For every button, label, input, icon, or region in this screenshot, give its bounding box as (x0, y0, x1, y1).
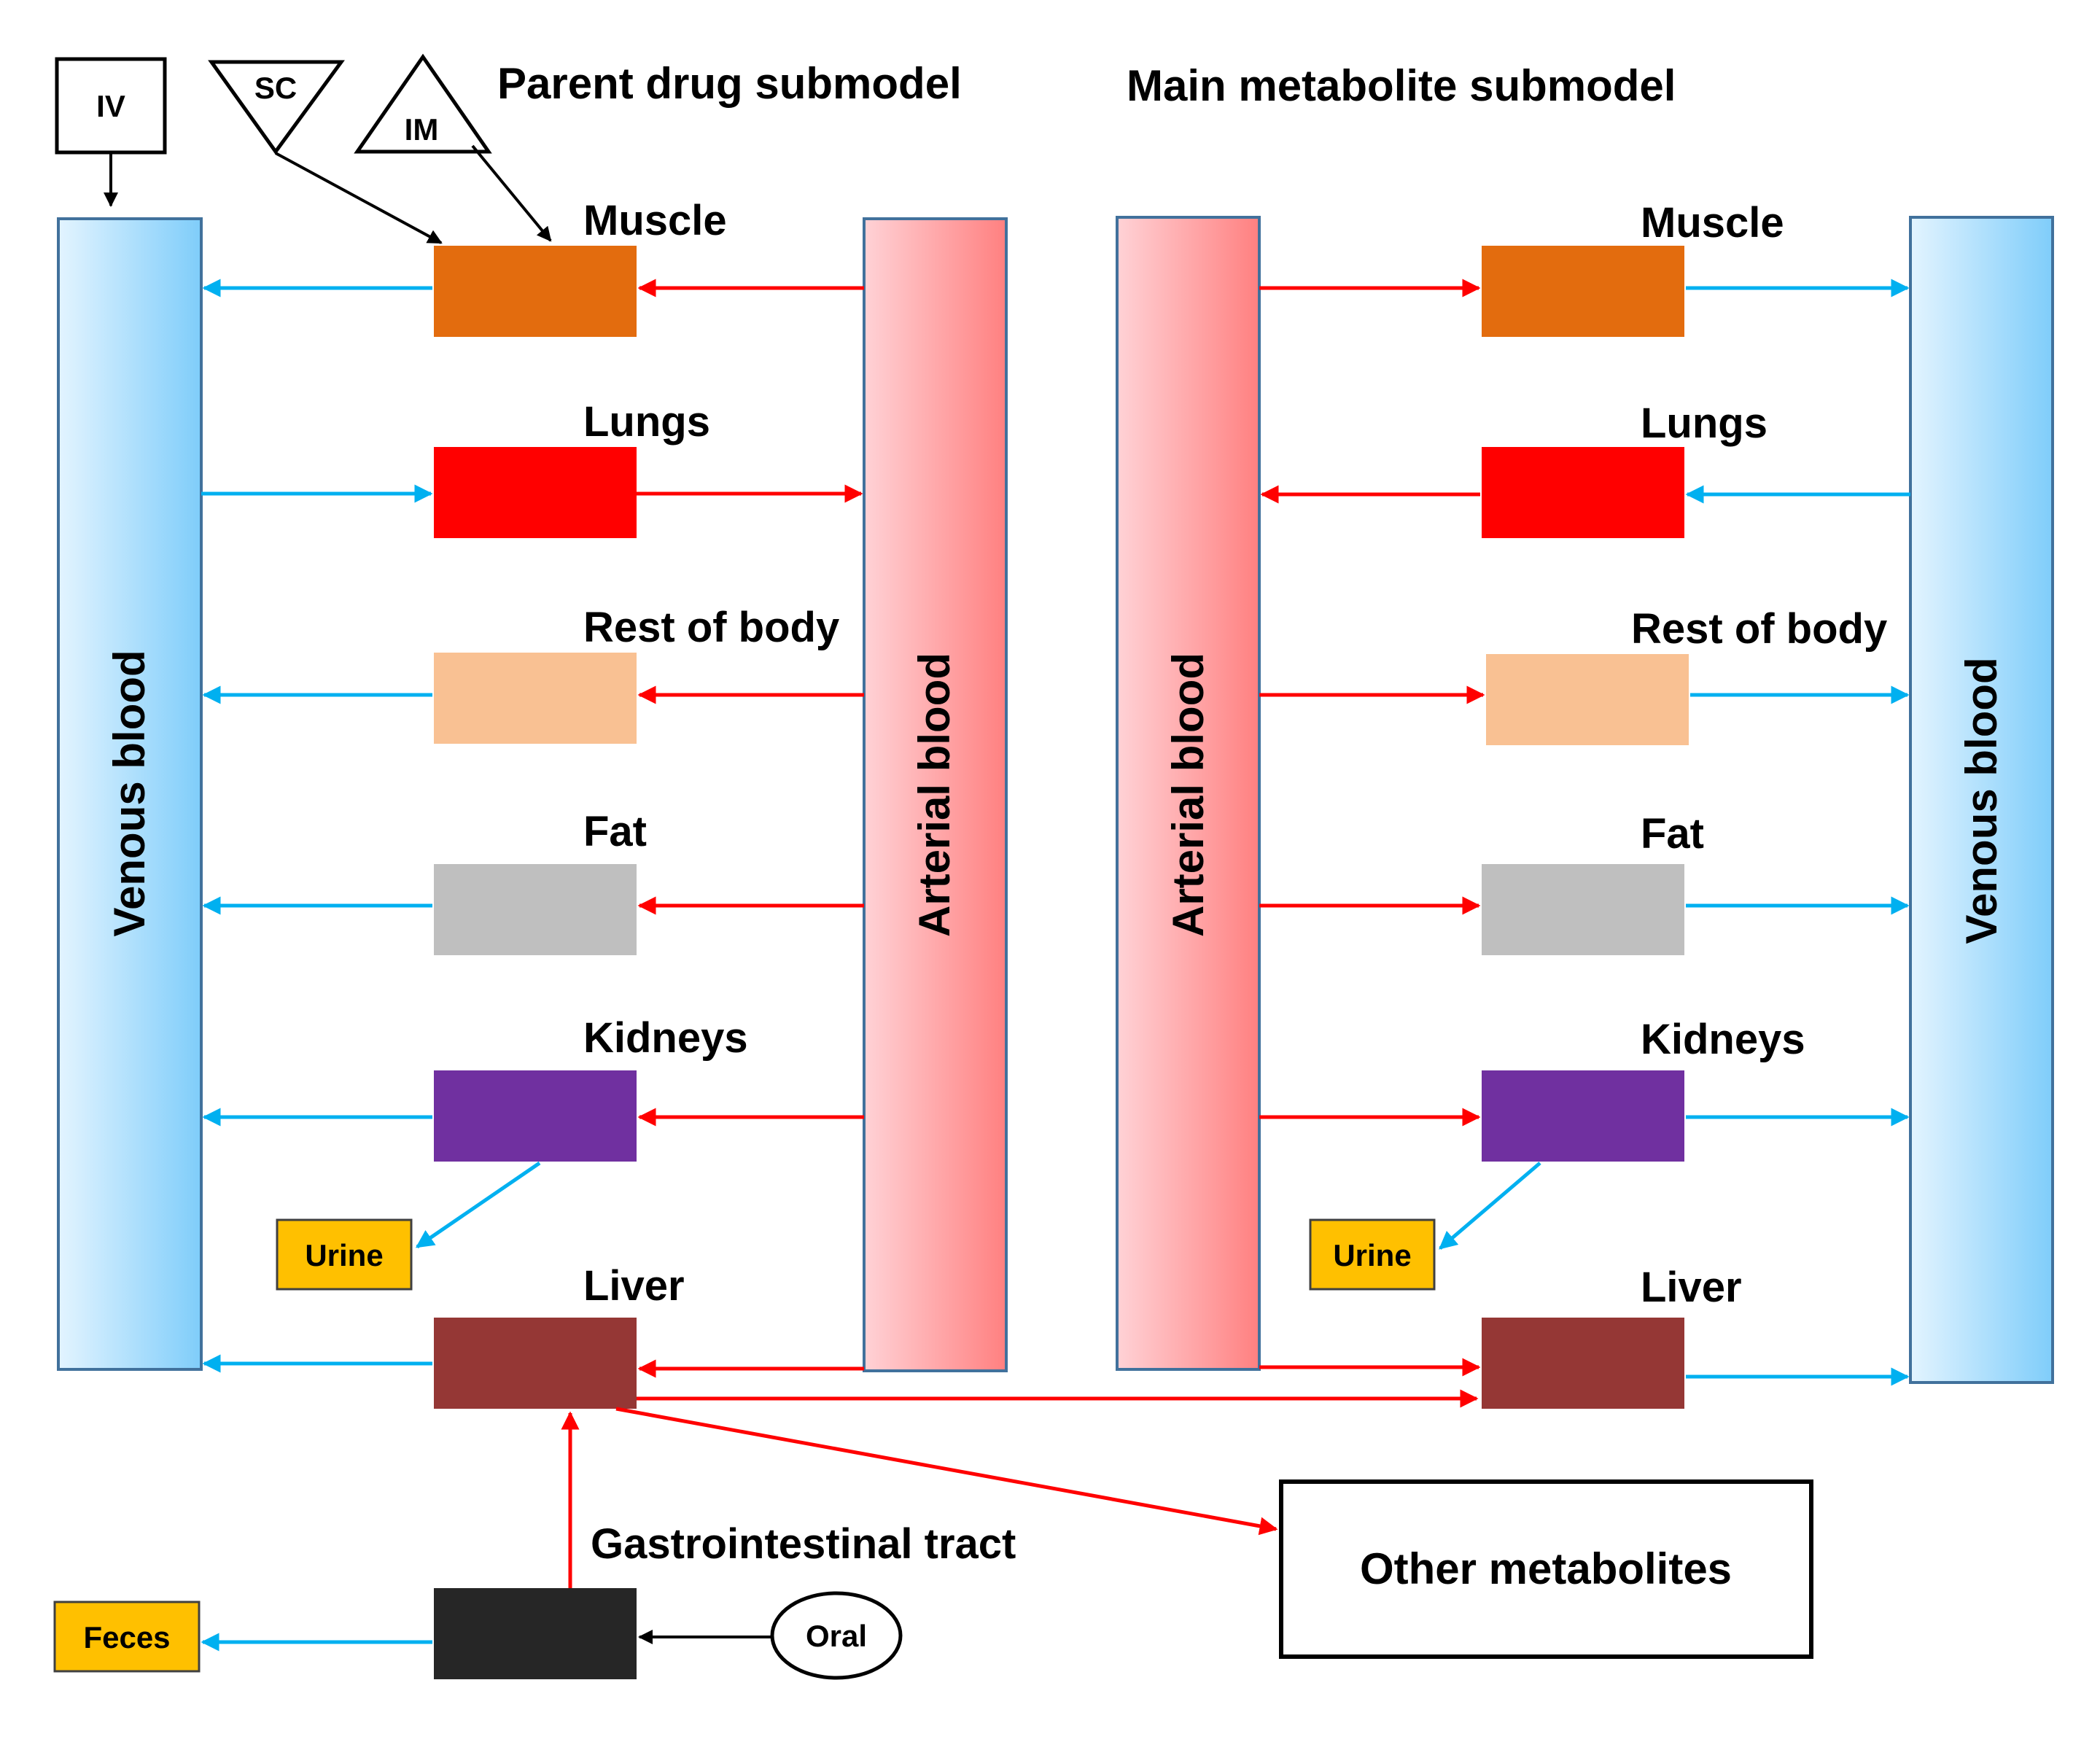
gi-label: Gastrointestinal tract (591, 1520, 1016, 1568)
metabolite-arterial-blood: Arterial blood (1116, 216, 1261, 1371)
parent-organ-kidneys: Kidneys (202, 1014, 864, 1249)
parent-submodel-title: Parent drug submodel (497, 59, 962, 108)
metabolite-organ-lungs: Lungs (1260, 400, 1910, 538)
other-metabolites-box (1279, 1479, 1813, 1659)
venous-blood-label: Venous blood (105, 650, 154, 936)
organ-box-rest (434, 653, 637, 744)
metabolite-venous-blood: Venous blood (1909, 216, 2054, 1384)
sc-triangle (208, 60, 345, 155)
venous-blood-label: Venous blood (1957, 657, 2006, 944)
other-metabolites: Other metabolites (1279, 1479, 1813, 1659)
parent-arterial-blood: Arterial blood (863, 217, 1008, 1372)
arterial-blood-bar (1116, 216, 1261, 1371)
organ-label-rest: Rest of body (1631, 605, 1887, 653)
metabolite-organ-kidneys: Kidneys (1259, 1016, 1910, 1250)
venous-blood-bar (57, 217, 203, 1371)
organ-box-fat (1482, 864, 1684, 955)
organ-label-liver: Liver (583, 1262, 685, 1310)
kidney-to-urine-arrow (1439, 1162, 1541, 1250)
organ-label-lungs: Lungs (583, 398, 710, 446)
urine-label: Urine (1333, 1238, 1411, 1272)
parent-organ-rest: Rest of body (202, 604, 864, 744)
organ-box-liver (434, 1318, 637, 1409)
feces-box (53, 1601, 201, 1673)
liver-to-other-metabolites-arrow (615, 1407, 1278, 1536)
organ-box-lungs (434, 447, 637, 538)
urine-box (276, 1218, 413, 1291)
metabolite-organ-rest: Rest of body (1259, 605, 1910, 745)
organ-box-muscle (1482, 246, 1684, 337)
organ-box-kidneys (1482, 1070, 1684, 1162)
arterial-blood-label: Arterial blood (910, 653, 959, 937)
organ-box-liver (1482, 1318, 1684, 1409)
metabolite-urine: Urine (1309, 1218, 1436, 1291)
organ-label-fat: Fat (583, 808, 647, 855)
gi-box (434, 1588, 637, 1679)
parent-organ-lungs: Lungs (201, 398, 863, 538)
organ-label-kidneys: Kidneys (583, 1014, 748, 1062)
iv-route: IV (55, 57, 167, 207)
organ-label-liver: Liver (1641, 1264, 1742, 1311)
organ-box-rest (1486, 654, 1689, 745)
organ-label-kidneys: Kidneys (1641, 1016, 1805, 1063)
organ-label-muscle: Muscle (1641, 199, 1784, 246)
urine-box (1309, 1218, 1436, 1291)
metabolite-organ-muscle: Muscle (1259, 199, 1910, 337)
organ-label-lungs: Lungs (1641, 400, 1768, 447)
feces-label: Feces (83, 1620, 170, 1654)
organ-box-fat (434, 864, 637, 955)
organ-box-kidneys (434, 1070, 637, 1162)
sc-route: SC (208, 60, 443, 244)
im-triangle (354, 53, 492, 154)
parent-organ-liver: Liver (202, 1262, 1479, 1536)
oral-label: Oral (806, 1619, 867, 1653)
im-arrow (471, 144, 552, 242)
metabolite-submodel-title: Main metabolite submodel (1127, 61, 1676, 110)
arterial-blood-bar (863, 217, 1008, 1372)
sc-label: SC (254, 71, 297, 105)
organ-box-muscle (434, 246, 637, 337)
iv-label: IV (96, 89, 125, 123)
oral-route: Oral (638, 1591, 903, 1680)
metabolite-organ-fat: Fat (1259, 810, 1910, 955)
metabolite-organ-liver: Liver (1259, 1264, 1910, 1409)
kidney-to-urine-arrow (415, 1161, 541, 1249)
im-route: IM (354, 53, 552, 242)
sc-arrow (275, 152, 443, 244)
im-label: IM (405, 112, 439, 147)
gi-tract: Gastrointestinal tract (201, 1411, 1016, 1679)
parent-venous-blood: Venous blood (57, 217, 203, 1371)
parent-organ-muscle: Muscle (202, 197, 864, 337)
parent-urine: Urine (276, 1218, 413, 1291)
arterial-blood-label: Arterial blood (1164, 653, 1213, 937)
parent-organ-fat: Fat (202, 808, 864, 955)
venous-blood-bar (1909, 216, 2054, 1384)
other-metabolites-label: Other metabolites (1360, 1544, 1732, 1593)
organ-label-rest: Rest of body (583, 604, 839, 651)
iv-box (55, 57, 167, 155)
feces: Feces (53, 1601, 201, 1673)
organ-label-fat: Fat (1641, 810, 1704, 858)
organ-label-muscle: Muscle (583, 197, 727, 244)
urine-label: Urine (305, 1238, 383, 1272)
organ-box-lungs (1482, 447, 1684, 538)
